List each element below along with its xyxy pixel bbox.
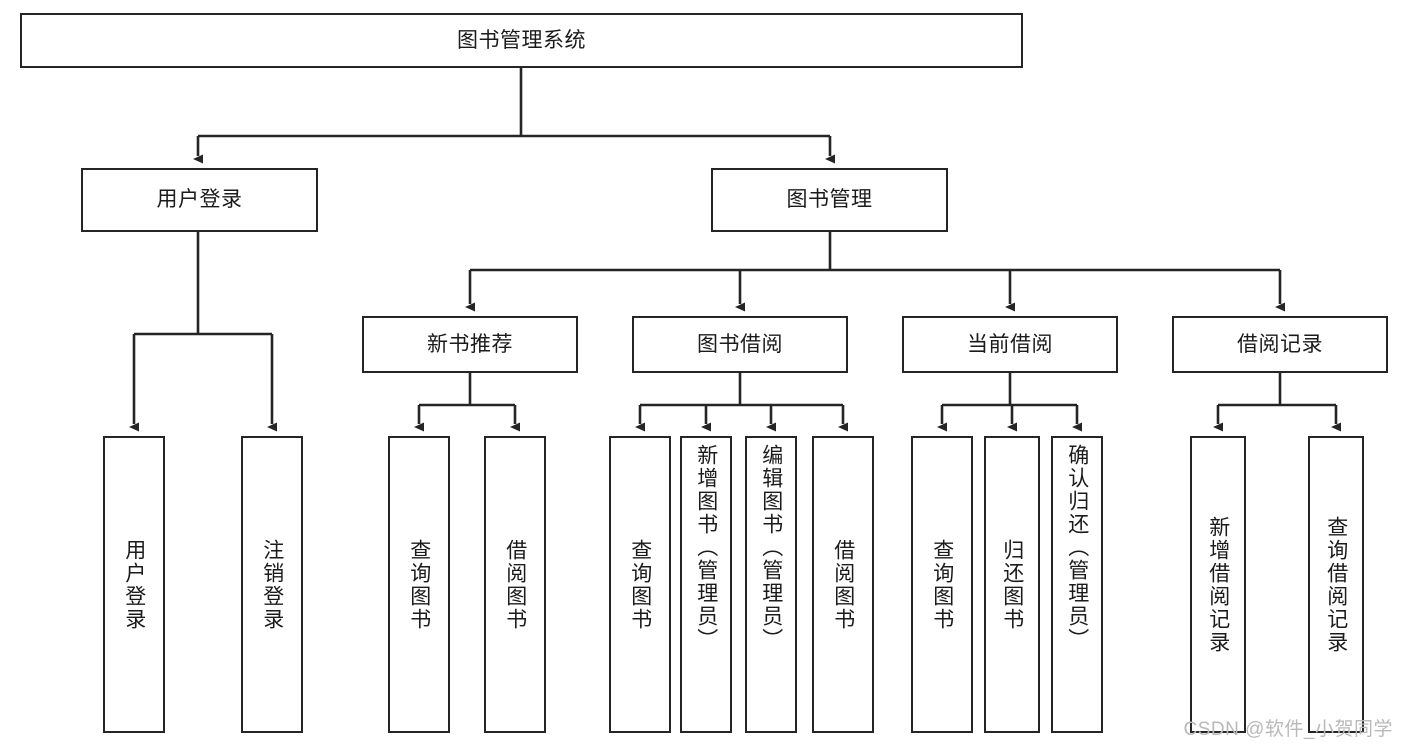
node-leaf-query-book-recommend[interactable]: 查询图书 — [388, 436, 450, 733]
node-leaf-return-book[interactable]: 归还图书 — [984, 436, 1040, 733]
node-current-borrow[interactable]: 当前借阅 — [902, 316, 1118, 373]
node-leaf-add-record[interactable]: 新增借阅记录 — [1190, 436, 1246, 733]
node-leaf-borrow-book[interactable]: 借阅图书 — [812, 436, 874, 733]
current-borrow-to-leaves-connectors — [937, 373, 1082, 432]
node-book-management[interactable]: 图书管理 — [711, 168, 948, 232]
csdn-watermark: CSDN @软件_小贺同学 — [1183, 719, 1393, 740]
user-login-to-leaves-connectors — [129, 232, 277, 432]
node-user-login[interactable]: 用户登录 — [81, 168, 318, 232]
node-leaf-query-book-borrow-label: 查询图书 — [628, 538, 652, 631]
node-new-book-recommend[interactable]: 新书推荐 — [362, 316, 578, 373]
node-leaf-query-book-borrow[interactable]: 查询图书 — [609, 436, 671, 733]
node-book-borrow-label: 图书借阅 — [697, 332, 783, 356]
node-leaf-confirm-return[interactable]: 确认归还（管理员） — [1051, 436, 1103, 733]
node-leaf-query-book-current[interactable]: 查询图书 — [911, 436, 973, 733]
node-leaf-borrow-book-recommend-label: 借阅图书 — [503, 538, 527, 631]
book-borrow-to-leaves-connectors — [635, 373, 848, 432]
node-leaf-confirm-return-label: 确认归还（管理员） — [1065, 444, 1089, 651]
node-leaf-add-book[interactable]: 新增图书（管理员） — [680, 436, 732, 733]
root-to-level2-connectors — [193, 68, 835, 164]
new-book-recommend-to-leaves-connectors — [414, 373, 520, 432]
node-leaf-query-book-current-label: 查询图书 — [930, 538, 954, 631]
node-root-label: 图书管理系统 — [457, 28, 586, 52]
node-new-book-recommend-label: 新书推荐 — [427, 332, 513, 356]
book-management-to-level3-connectors — [465, 232, 1285, 312]
node-leaf-return-book-label: 归还图书 — [1000, 538, 1024, 631]
node-book-management-label: 图书管理 — [786, 188, 873, 212]
node-leaf-user-login-label: 用户登录 — [122, 538, 146, 631]
node-leaf-query-book-recommend-label: 查询图书 — [407, 538, 431, 631]
node-borrow-record-label: 借阅记录 — [1237, 332, 1323, 356]
node-leaf-query-record-label: 查询借阅记录 — [1324, 515, 1348, 654]
node-leaf-add-record-label: 新增借阅记录 — [1206, 515, 1230, 654]
node-leaf-query-record[interactable]: 查询借阅记录 — [1308, 436, 1364, 733]
node-current-borrow-label: 当前借阅 — [967, 332, 1053, 356]
node-leaf-edit-book-label: 编辑图书（管理员） — [759, 444, 783, 651]
node-leaf-add-book-label: 新增图书（管理员） — [694, 444, 718, 651]
node-book-borrow[interactable]: 图书借阅 — [632, 316, 848, 373]
node-root[interactable]: 图书管理系统 — [20, 13, 1023, 68]
node-leaf-logout[interactable]: 注销登录 — [241, 436, 303, 733]
node-leaf-user-login[interactable]: 用户登录 — [103, 436, 165, 733]
node-leaf-logout-label: 注销登录 — [260, 538, 284, 631]
node-borrow-record[interactable]: 借阅记录 — [1172, 316, 1388, 373]
node-leaf-edit-book[interactable]: 编辑图书（管理员） — [745, 436, 797, 733]
node-leaf-borrow-book-label: 借阅图书 — [831, 538, 855, 631]
borrow-record-to-leaves-connectors — [1213, 373, 1341, 432]
node-user-login-label: 用户登录 — [156, 188, 243, 212]
node-leaf-borrow-book-recommend[interactable]: 借阅图书 — [484, 436, 546, 733]
